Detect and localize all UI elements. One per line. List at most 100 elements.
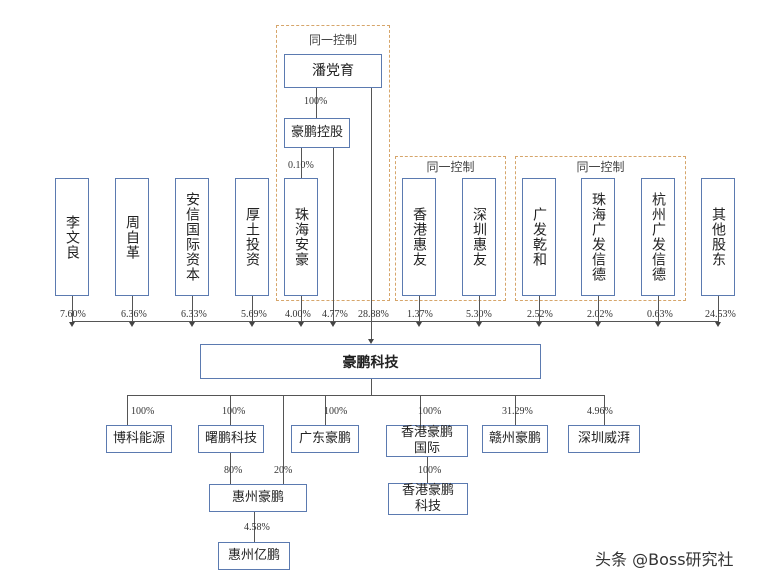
connector xyxy=(371,88,372,321)
shareholder-box: 珠海广发信德 xyxy=(581,178,615,296)
connector xyxy=(515,395,516,425)
arrow-down-icon xyxy=(189,322,195,327)
connector xyxy=(604,395,605,425)
shareholder-box: 厚土投资 xyxy=(235,178,269,296)
subsidiary-box: 深圳威湃 xyxy=(568,425,640,453)
subsidiary-name: 博科能源 xyxy=(112,431,165,446)
shareholder-pct: 7.60% xyxy=(60,309,86,320)
shareholder-name: 香港惠友 xyxy=(411,207,427,267)
shareholder-pct: 6.36% xyxy=(121,309,147,320)
shareholder-name: 周自革 xyxy=(124,214,140,260)
holding-to-zhuhai-pct: 0.10% xyxy=(288,160,314,171)
subsidiary-box: 香港豪鹏国际 xyxy=(386,425,468,457)
subsidiary-name: 广东豪鹏 xyxy=(298,431,351,446)
subsidiary-name: 赣州豪鹏 xyxy=(488,431,541,446)
hk-tech-pct: 100% xyxy=(418,465,442,476)
shareholder-pct: 6.33% xyxy=(181,309,207,320)
huizhou-yipeng-box: 惠州亿鹏 xyxy=(218,542,290,570)
subsidiary-box: 赣州豪鹏 xyxy=(482,425,548,453)
group-same-control-3 xyxy=(515,156,686,301)
connector xyxy=(252,296,253,321)
connector xyxy=(658,296,659,321)
connector xyxy=(598,296,599,321)
shareholder-box: 香港惠友 xyxy=(402,178,436,296)
hk-haopeng-tech-label: 香港豪鹏科技 xyxy=(401,483,454,514)
pan-dangyu-box: 潘党育 xyxy=(284,54,382,88)
connector xyxy=(230,395,231,425)
connector xyxy=(333,148,334,321)
arrow-down-icon xyxy=(715,322,721,327)
shareholder-pct: 0.63% xyxy=(647,309,673,320)
connector xyxy=(371,321,372,341)
connector xyxy=(132,296,133,321)
shareholder-box: 广发乾和 xyxy=(522,178,556,296)
pan-direct-pct: 28.88% xyxy=(358,309,389,320)
subsidiary-pct: 100% xyxy=(222,406,246,417)
shareholder-pct: 5.69% xyxy=(241,309,267,320)
subsidiary-pct: 4.96% xyxy=(587,406,613,417)
connector xyxy=(718,296,719,321)
yipeng-pct: 4.58% xyxy=(244,522,270,533)
connector xyxy=(316,88,317,118)
group-label-3: 同一控制 xyxy=(576,160,625,174)
watermark-text: 头条 @Boss研究社 xyxy=(595,550,734,569)
connector xyxy=(325,395,326,425)
huizhou-yipeng-label: 惠州亿鹏 xyxy=(227,548,280,563)
arrow-down-icon xyxy=(655,322,661,327)
huizhou-from-shupeng-pct: 80% xyxy=(224,465,243,476)
arrow-down-icon xyxy=(476,322,482,327)
arrow-down-icon xyxy=(595,322,601,327)
connector xyxy=(127,395,128,425)
hk-haopeng-tech-box: 香港豪鹏科技 xyxy=(388,483,468,515)
haopeng-holding-label: 豪鹏控股 xyxy=(290,125,343,140)
connector xyxy=(283,395,284,484)
pan-to-holding-pct: 100% xyxy=(304,96,328,107)
connector xyxy=(230,453,231,484)
shareholder-name: 其他股东 xyxy=(710,207,726,267)
connector xyxy=(72,296,73,321)
shareholder-box: 深圳惠友 xyxy=(462,178,496,296)
subsidiary-bus xyxy=(127,395,604,396)
subsidiary-name: 深圳威湃 xyxy=(577,431,630,446)
group-label-2: 同一控制 xyxy=(426,160,475,174)
arrow-down-icon xyxy=(69,322,75,327)
shareholder-pct: 2.52% xyxy=(527,309,553,320)
haopeng-tech-company: 豪鹏科技 xyxy=(200,344,541,379)
shareholder-pct: 2.02% xyxy=(587,309,613,320)
subsidiary-box: 博科能源 xyxy=(106,425,172,453)
subsidiary-name: 香港豪鹏国际 xyxy=(400,425,453,456)
group-label-1: 同一控制 xyxy=(308,33,357,47)
shareholder-name: 安信国际资本 xyxy=(184,192,200,282)
shareholder-pct: 5.30% xyxy=(466,309,492,320)
shareholder-box: 李文良 xyxy=(55,178,89,296)
huizhou-haopeng-label: 惠州豪鹏 xyxy=(231,490,284,505)
shareholder-box: 安信国际资本 xyxy=(175,178,209,296)
shareholder-pct: 4.00% xyxy=(285,309,311,320)
arrow-down-icon xyxy=(368,339,374,344)
shareholder-box: 杭州广发信德 xyxy=(641,178,675,296)
shareholder-name: 珠海广发信德 xyxy=(590,192,606,282)
connector xyxy=(254,512,255,542)
arrow-down-icon xyxy=(129,322,135,327)
connector xyxy=(427,457,428,483)
subsidiary-box: 广东豪鹏 xyxy=(291,425,359,453)
connector xyxy=(371,379,372,395)
shareholder-name: 深圳惠友 xyxy=(471,207,487,267)
shareholder-name: 李文良 xyxy=(64,214,80,260)
connector xyxy=(419,296,420,321)
holding-direct-pct: 4.77% xyxy=(322,309,348,320)
shareholder-box: 珠海安豪 xyxy=(284,178,318,296)
connector xyxy=(301,296,302,321)
subsidiary-pct: 100% xyxy=(131,406,155,417)
arrow-down-icon xyxy=(330,322,336,327)
huizhou-from-parent-pct: 20% xyxy=(274,465,293,476)
pan-dangyu-label: 潘党育 xyxy=(312,63,354,79)
arrow-down-icon xyxy=(298,322,304,327)
connector xyxy=(539,296,540,321)
shareholder-name: 厚土投资 xyxy=(244,207,260,267)
connector xyxy=(420,395,421,425)
connector xyxy=(479,296,480,321)
shareholder-name: 杭州广发信德 xyxy=(650,192,666,282)
subsidiary-pct: 100% xyxy=(324,406,348,417)
subsidiary-pct: 100% xyxy=(418,406,442,417)
